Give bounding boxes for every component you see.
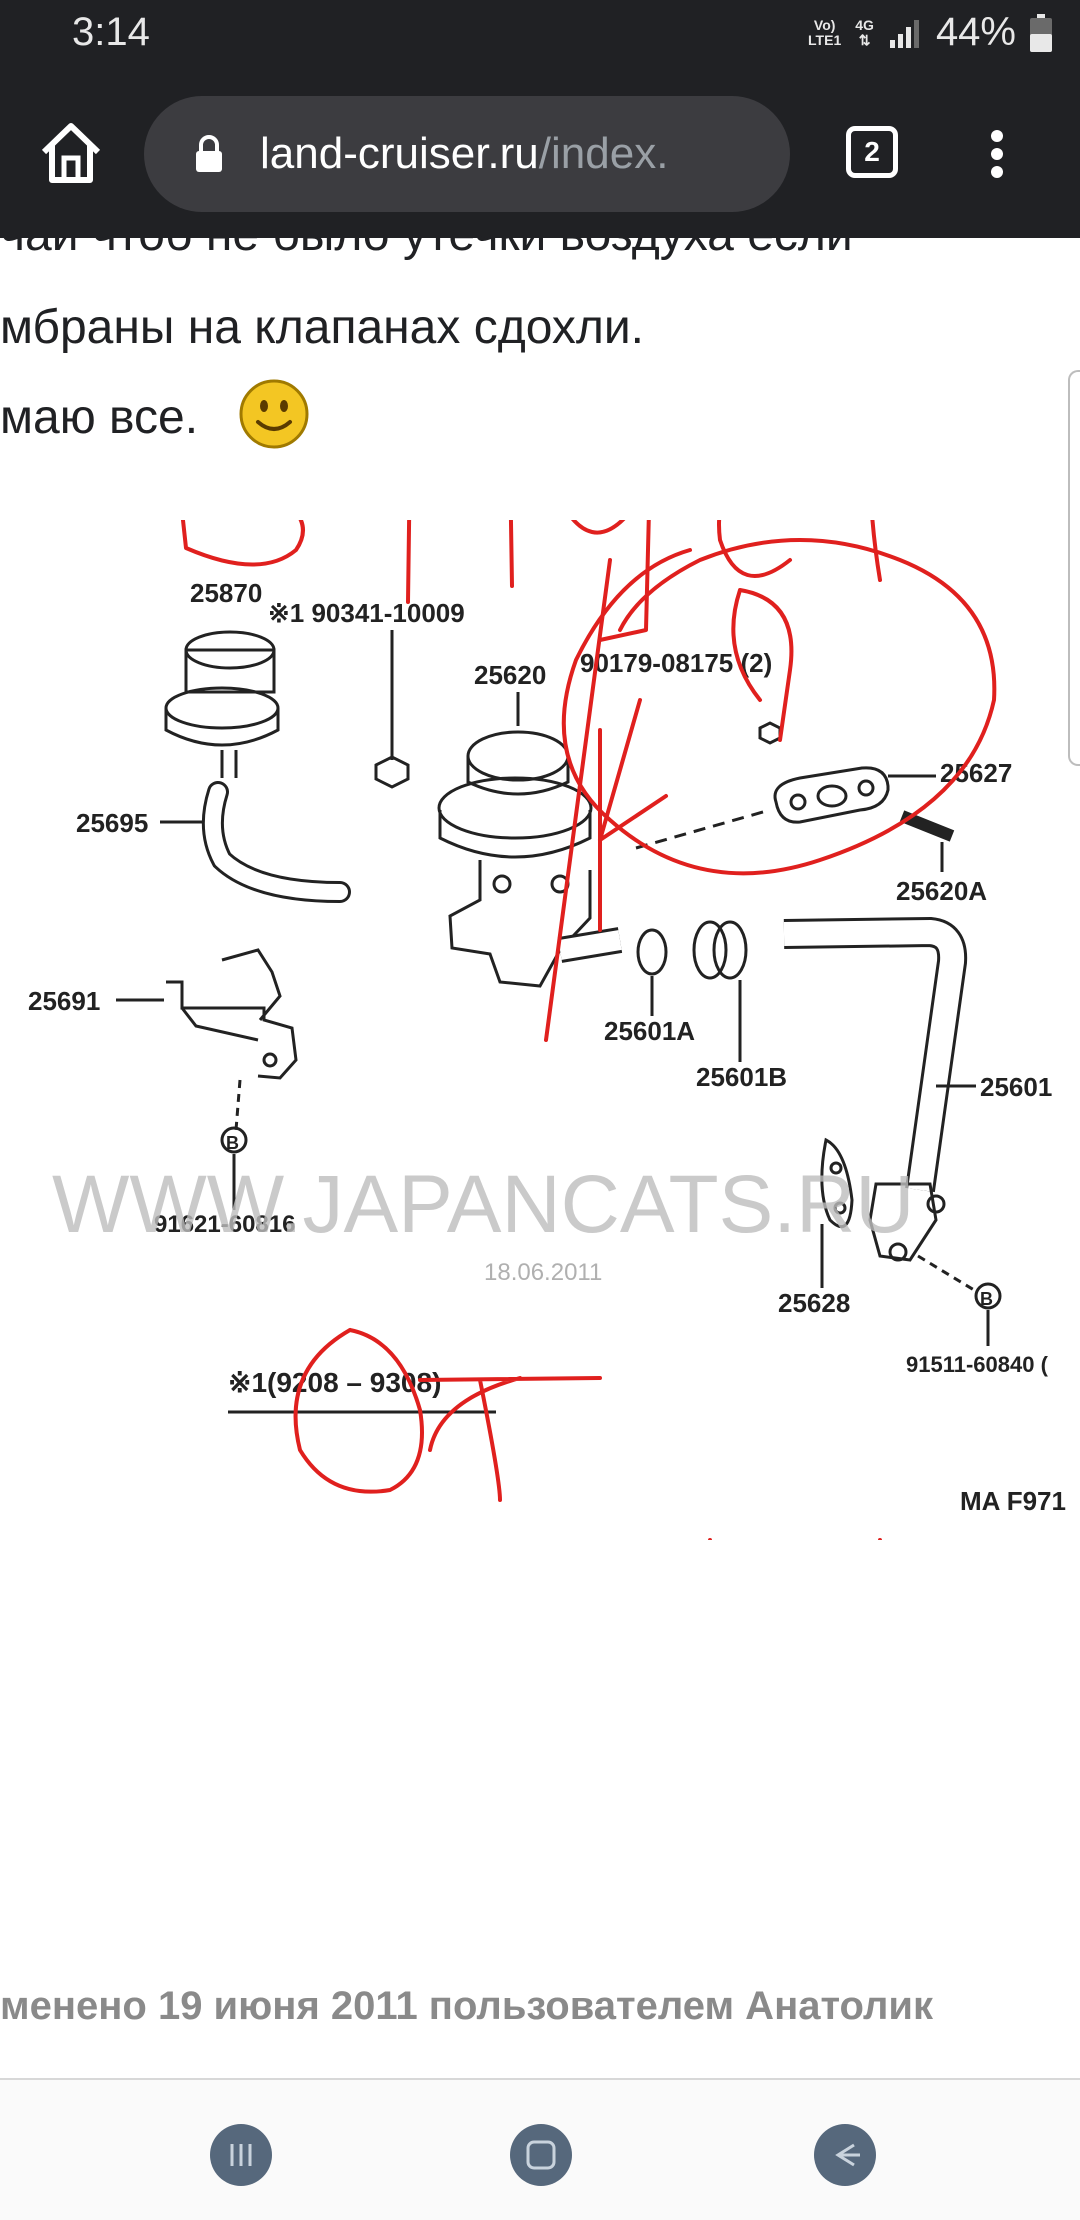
divider xyxy=(0,2078,1080,2080)
home-button-icon[interactable] xyxy=(510,2124,572,2186)
post-text-partial-line: чай чтоб не было утечки воздуха если xyxy=(0,235,853,262)
part-label-91511: 91511-60840 ( xyxy=(906,1352,1049,1377)
part-label-91621: 91621-60816 xyxy=(154,1211,295,1238)
post-text-line-1: мбраны на клапанах сдохли. xyxy=(0,301,645,354)
smiley-emoji-icon xyxy=(239,379,309,449)
volte-indicator: Vo) LTE1 xyxy=(808,16,842,48)
url-domain: land-cruiser.ru xyxy=(260,129,539,178)
overflow-menu-icon[interactable] xyxy=(982,130,1012,186)
part-label-25695: 25695 xyxy=(76,808,148,838)
parts-diagram: 25870 ※1 90341-10009 25695 25620 90179-0… xyxy=(28,520,1066,1540)
battery-percent: 44% xyxy=(935,10,1016,54)
lock-icon xyxy=(196,135,222,172)
url-text[interactable]: land-cruiser.ru/index. xyxy=(260,129,780,179)
tab-switcher-button[interactable]: 2 xyxy=(846,126,898,178)
side-scroll-handle[interactable] xyxy=(1068,370,1080,766)
part-label-25601a: 25601A xyxy=(604,1016,695,1046)
part-label-90341: ※1 90341-10009 xyxy=(268,598,465,628)
red-handwriting-annotation xyxy=(180,520,997,1540)
network-type-indicator: 4G ⇅ xyxy=(855,16,874,48)
part-label-25620: 25620 xyxy=(474,660,546,690)
recent-apps-icon[interactable] xyxy=(210,2124,272,2186)
browser-toolbar: land-cruiser.ru/index. 2 xyxy=(0,70,1080,238)
part-label-25628: 25628 xyxy=(778,1288,850,1318)
home-icon[interactable] xyxy=(36,118,106,188)
part-label-25691: 25691 xyxy=(28,986,100,1016)
diagram-date: 18.06.2011 xyxy=(484,1259,602,1286)
status-bar: 3:14 Vo) LTE1 4G ⇅ 44% xyxy=(0,0,1080,70)
part-label-25601: 25601 xyxy=(980,1072,1052,1102)
post-text-line-2: маю все. xyxy=(0,391,199,444)
drawing-code: MA F971 xyxy=(960,1486,1066,1516)
edited-note: менено 19 июня 2011 пользователем Анатол… xyxy=(0,1984,933,2028)
bolt-marker-b2: B xyxy=(980,1289,993,1309)
status-icons: Vo) LTE1 4G ⇅ 44% xyxy=(808,10,1052,55)
url-path: /index. xyxy=(538,129,669,178)
status-time: 3:14 xyxy=(72,10,150,54)
bolt-marker-b1: B xyxy=(226,1133,239,1153)
back-icon[interactable] xyxy=(814,2124,876,2186)
watermark-text: WWW.JAPANCATS.RU xyxy=(52,1159,914,1250)
part-label-25601b: 25601B xyxy=(696,1062,787,1092)
battery-icon xyxy=(1030,13,1052,52)
part-label-25620a: 25620A xyxy=(896,876,987,906)
system-navigation-bar xyxy=(0,2080,1080,2220)
signal-icon xyxy=(889,19,919,48)
vacuum-valve-25870 xyxy=(164,630,280,778)
part-label-25870: 25870 xyxy=(190,578,262,608)
address-bar[interactable]: land-cruiser.ru/index. xyxy=(144,96,790,212)
